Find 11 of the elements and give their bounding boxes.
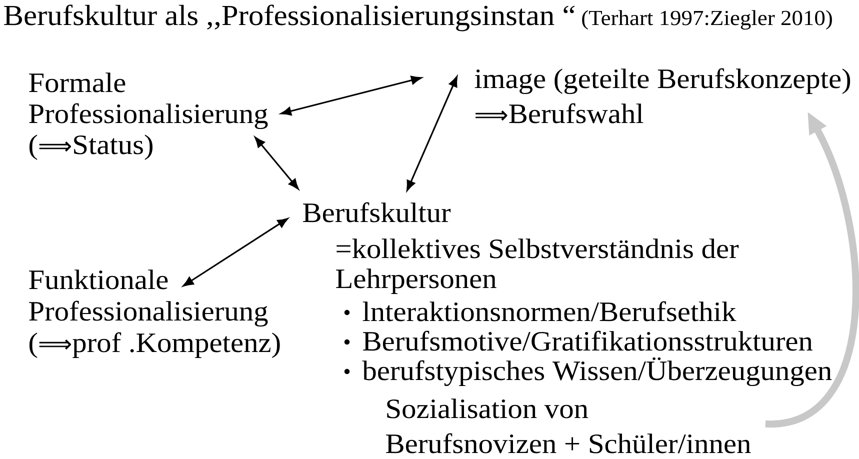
citation: (Terhart 1997:Ziegler 2010): [582, 10, 832, 30]
concept-label: Formale Professionalisierung (⟹Status): [29, 72, 268, 160]
concept-label: Berufskultur =kollektives Selbstverständnis der Lehrpersonen lnteraktionsnormen/Berufsethik Berufsmotive/Gratifikationsstrukturen berufstypisches Wissen/Überzeugungen: [303, 202, 832, 386]
concept-label: Funktionale Professionalisierung (⟹prof .Kompetenz): [29, 270, 280, 358]
concept-label: Sozialisation von Berufsnovizen + Schüler/innen: [386, 398, 751, 454]
double-arrow: [254, 136, 299, 190]
double-arrow: [406, 76, 458, 191]
double-arrow: [182, 218, 288, 286]
concept-label: image (geteilte Berufskonzepte) ⟹Berufswahl: [474, 68, 850, 124]
title: Berufskultur als ,,Professionalisierungsinstan “: [4, 4, 574, 32]
double-arrow: [280, 76, 422, 116]
